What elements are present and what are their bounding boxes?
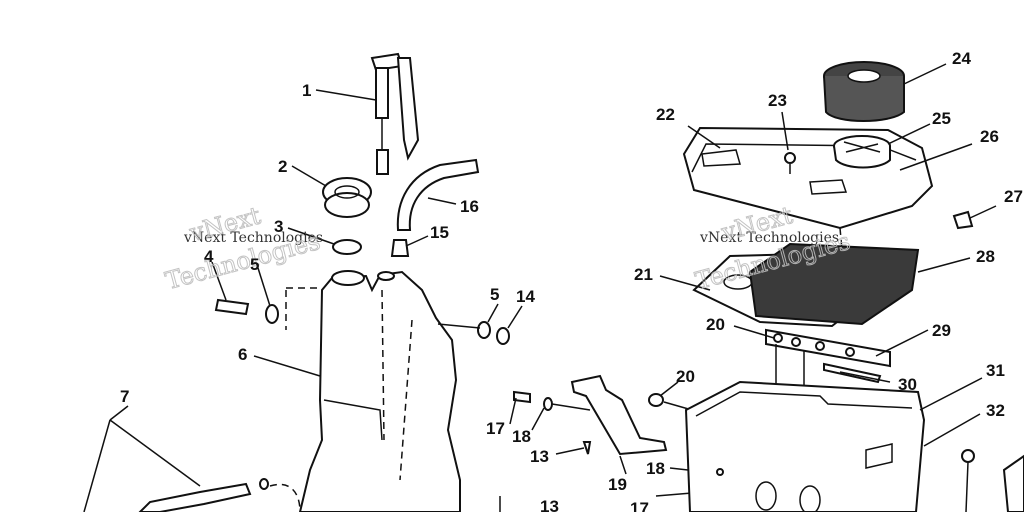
- callout-1: 1: [302, 81, 311, 100]
- callout-27: 27: [1004, 187, 1023, 206]
- fuel-line-part: [138, 478, 301, 512]
- callout-26: 26: [980, 127, 999, 146]
- callout-5-left: 5: [250, 255, 259, 274]
- bolt-32: [961, 449, 1024, 512]
- callout-30: 30: [898, 375, 917, 394]
- fitting-part: [390, 239, 410, 257]
- filter-cage-25: [833, 135, 891, 169]
- tank-neck: [331, 270, 365, 286]
- callout-6: 6: [238, 345, 247, 364]
- callout-3: 3: [274, 217, 283, 236]
- callout-7: 7: [120, 387, 129, 406]
- callout-5-right: 5: [490, 285, 499, 304]
- callout-20-lower: 20: [676, 367, 695, 386]
- callout-17-lower: 17: [630, 499, 649, 512]
- bolt-washer-left: [214, 298, 279, 324]
- callout-18-lower: 18: [646, 459, 665, 478]
- fuel-sender-part: [370, 52, 420, 175]
- vent-hose-part: [396, 158, 480, 231]
- callout-18-upper: 18: [512, 427, 531, 446]
- callout-17-upper: 17: [486, 419, 505, 438]
- callout-14: 14: [516, 287, 535, 306]
- clip-27: [952, 210, 974, 230]
- callout-19: 19: [608, 475, 627, 494]
- callout-32: 32: [986, 401, 1005, 420]
- callout-15: 15: [430, 223, 449, 242]
- callout-21: 21: [634, 265, 653, 284]
- gasket-part: [332, 239, 362, 255]
- fuel-cap-part: [322, 177, 372, 218]
- leader-lines-right: [659, 63, 997, 447]
- airbox-lid: [682, 126, 934, 230]
- fuel-tank-body: [298, 270, 461, 512]
- callout-29: 29: [932, 321, 951, 340]
- callout-labels: 1 2 3 4 5 6 7 5 14 15 16 13 17 18 13 17 …: [120, 49, 1023, 512]
- tank-port: [377, 271, 395, 281]
- callout-2: 2: [278, 157, 287, 176]
- callout-13-lower: 13: [540, 497, 559, 512]
- callout-25: 25: [932, 109, 951, 128]
- callout-22: 22: [656, 105, 675, 124]
- airbox-base-31: [684, 380, 926, 512]
- callout-13-upper: 13: [530, 447, 549, 466]
- callout-24: 24: [952, 49, 971, 68]
- washer-nut-right: [477, 321, 510, 345]
- screw-23: [784, 152, 796, 174]
- watermark-small-left: vNext Technologies: [183, 230, 323, 246]
- callout-20-upper: 20: [706, 315, 725, 334]
- callout-4: 4: [204, 247, 214, 266]
- watermark-small-right: vNext Technologies: [699, 230, 839, 246]
- callout-16: 16: [460, 197, 479, 216]
- callout-28: 28: [976, 247, 995, 266]
- filter-element-24: [823, 61, 905, 122]
- callout-23: 23: [768, 91, 787, 110]
- filter-foam-28: [748, 242, 920, 326]
- leader-lines-left: [83, 89, 523, 512]
- callout-31: 31: [986, 361, 1005, 380]
- bracket-part-19: [570, 374, 668, 456]
